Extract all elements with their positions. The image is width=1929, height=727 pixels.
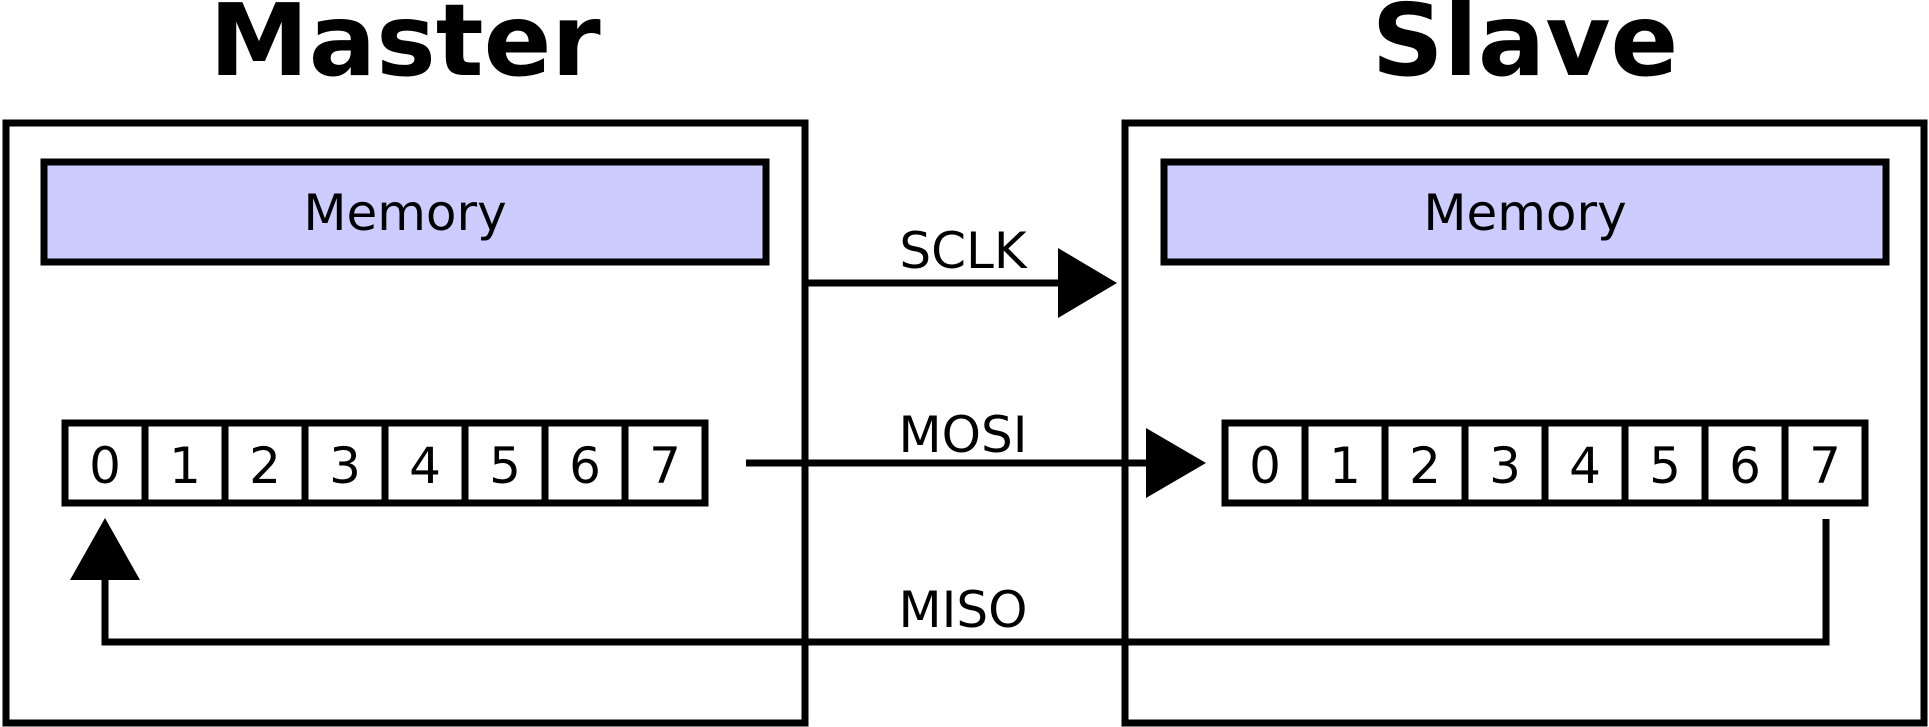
slave-register-bit: 6 [1729, 437, 1761, 495]
master-memory-label: Memory [303, 184, 506, 242]
master-register-bit: 6 [569, 437, 601, 495]
slave-register-bit: 7 [1809, 437, 1841, 495]
slave-register-bit: 0 [1249, 437, 1281, 495]
master-register-cell [461, 419, 549, 507]
miso-label: MISO [899, 581, 1028, 639]
slave-register-cell [1541, 419, 1629, 507]
master-register-bit: 4 [409, 437, 441, 495]
slave-register-cell [1461, 419, 1549, 507]
slave-title: Slave [1372, 0, 1679, 99]
master-memory-block [40, 158, 770, 266]
mosi-label: MOSI [899, 406, 1028, 464]
miso-signal: MISO [70, 518, 1830, 646]
slave-register-bit: 2 [1409, 437, 1441, 495]
mosi-arrowhead [1146, 428, 1206, 498]
miso-arrowhead [70, 518, 140, 580]
master-register-cell [541, 419, 629, 507]
master-register-bit: 3 [329, 437, 361, 495]
slave-register-bit: 5 [1649, 437, 1681, 495]
sclk-label: SCLK [899, 222, 1028, 280]
mosi-signal: MOSI [746, 406, 1206, 498]
master-register-cell [621, 419, 709, 507]
master-register-bit: 0 [89, 437, 121, 495]
master-register-cell [61, 419, 149, 507]
slave-register-cell [1701, 419, 1789, 507]
master-register-bit: 5 [489, 437, 521, 495]
master-register-bit: 7 [649, 437, 681, 495]
sclk-signal: SCLK [805, 222, 1117, 318]
slave-register-bit: 3 [1489, 437, 1521, 495]
master-register-bit: 1 [169, 437, 201, 495]
slave-register-cell [1781, 419, 1869, 507]
master-register-cell [221, 419, 309, 507]
slave-register-bit: 4 [1569, 437, 1601, 495]
master-title: Master [209, 0, 601, 99]
master-register-bit: 2 [249, 437, 281, 495]
slave-memory-label: Memory [1423, 184, 1626, 242]
slave-memory-block [1160, 158, 1890, 266]
slave-register-bit: 1 [1329, 437, 1361, 495]
miso-line [101, 519, 1830, 646]
sclk-arrowhead [1058, 248, 1117, 318]
